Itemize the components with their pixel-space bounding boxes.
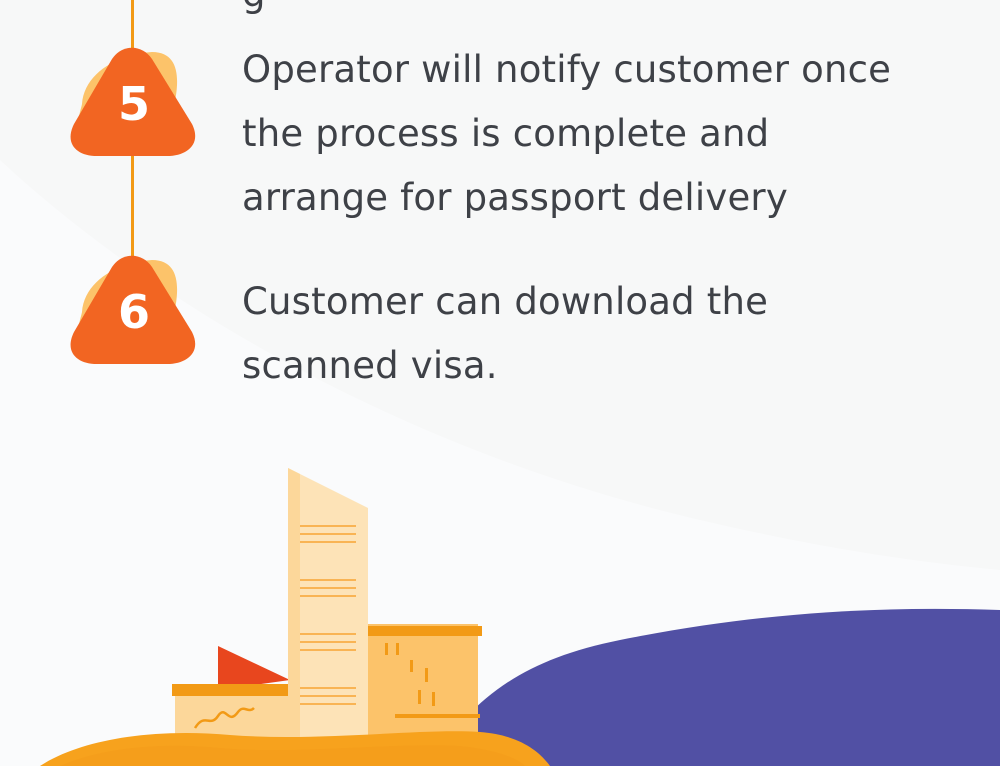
step-5-line-3: arrange for passport delivery (242, 176, 788, 219)
red-roof (218, 646, 290, 690)
step-5-badge: 5 (62, 44, 202, 164)
step-5-line-2: the process is complete and (242, 112, 770, 155)
step-5-line-1: Operator will notify customer once (242, 48, 892, 91)
previous-step-text-fragment: g (242, 0, 266, 26)
step-6-line-1: Customer can download the (242, 280, 769, 323)
step-6-badge: 6 (62, 252, 202, 372)
step-5-number: 5 (117, 77, 150, 131)
step-5-text: Operator will notify customer once the p… (242, 38, 891, 230)
step-6-line-2: scanned visa. (242, 344, 498, 387)
purple-wave (430, 608, 1000, 766)
step-6-text: Customer can download the scanned visa. (242, 270, 768, 398)
step-6-number: 6 (117, 285, 150, 339)
